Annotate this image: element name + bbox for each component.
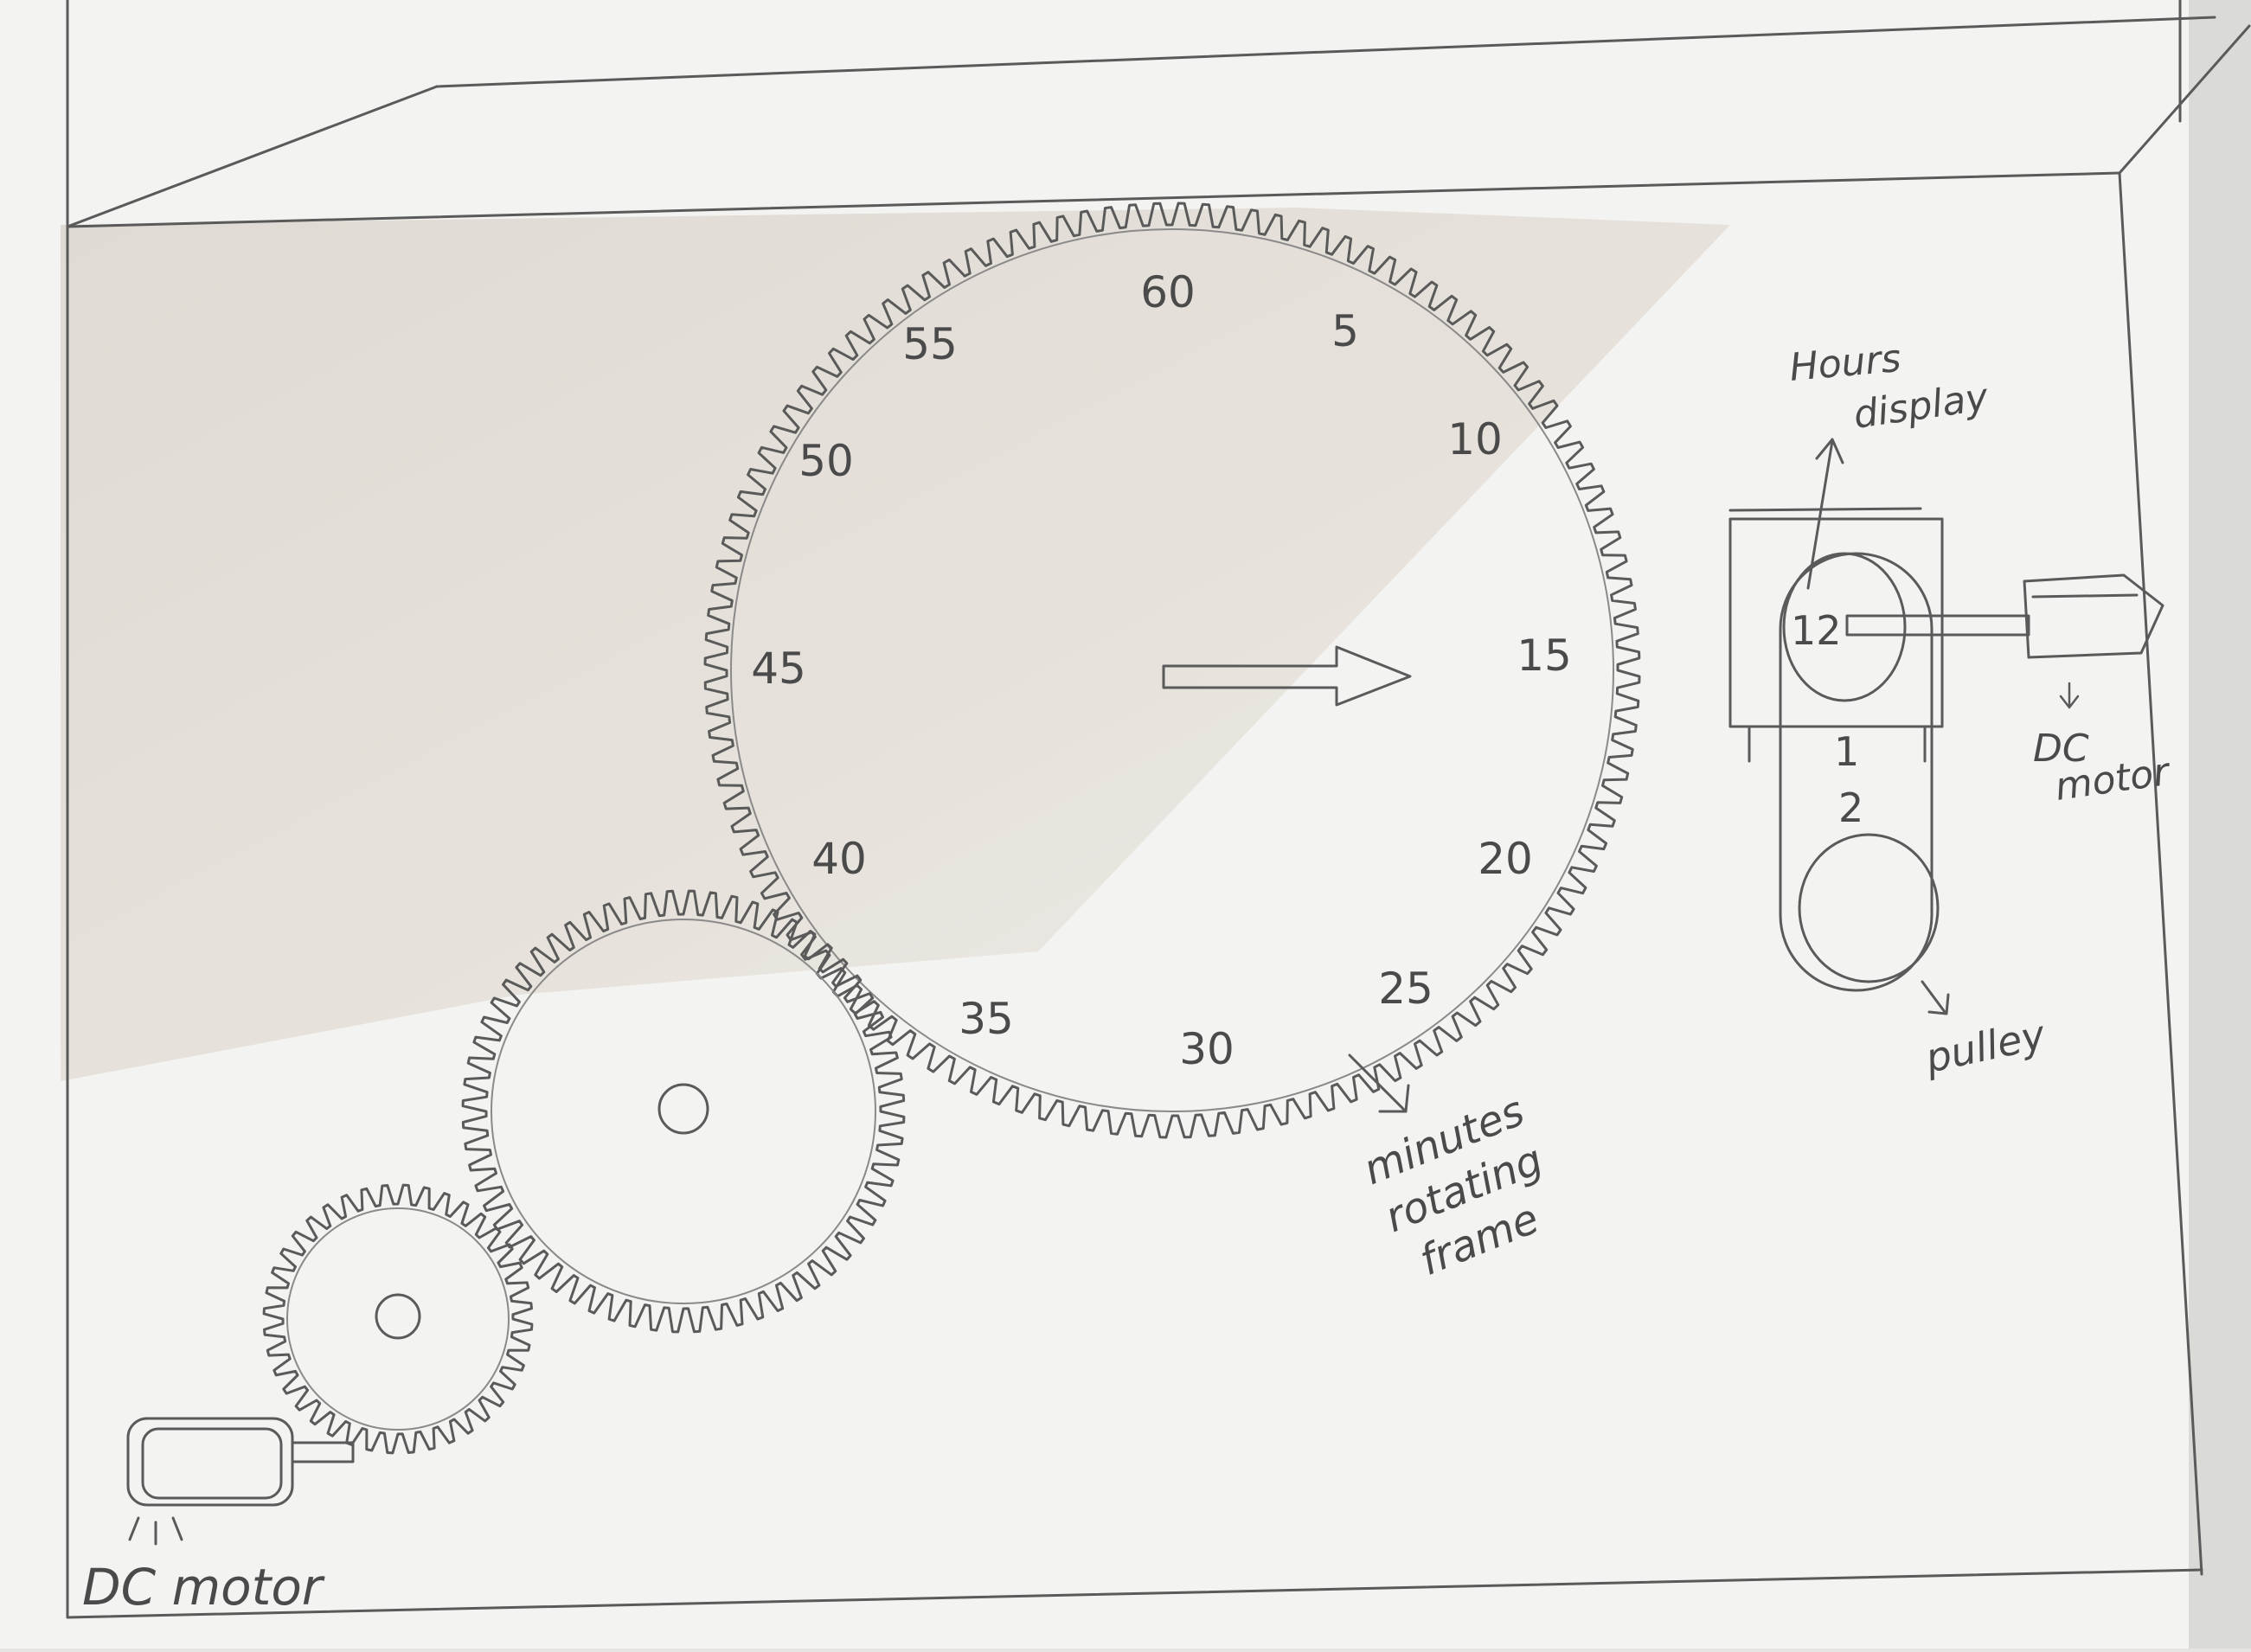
dial-number-5: 5	[1331, 306, 1359, 356]
dial-number-60: 60	[1140, 267, 1196, 317]
hour-number-12: 12	[1791, 607, 1842, 654]
page-edge-shade	[2189, 0, 2251, 1649]
dial-number-20: 20	[1478, 834, 1533, 884]
dial-number-30: 30	[1179, 1024, 1235, 1074]
dial-number-10: 10	[1447, 414, 1503, 464]
dc-motor-left-label: DC motor	[82, 1558, 325, 1617]
dial-number-55: 55	[902, 319, 958, 369]
dial-number-15: 15	[1517, 631, 1572, 681]
dial-number-25: 25	[1378, 964, 1433, 1014]
hour-number-1: 1	[1834, 728, 1859, 775]
dial-number-50: 50	[798, 436, 854, 486]
dial-number-40: 40	[811, 834, 867, 884]
dial-number-35: 35	[959, 994, 1014, 1044]
dial-number-45: 45	[751, 644, 806, 694]
hour-number-2: 2	[1838, 784, 1863, 831]
